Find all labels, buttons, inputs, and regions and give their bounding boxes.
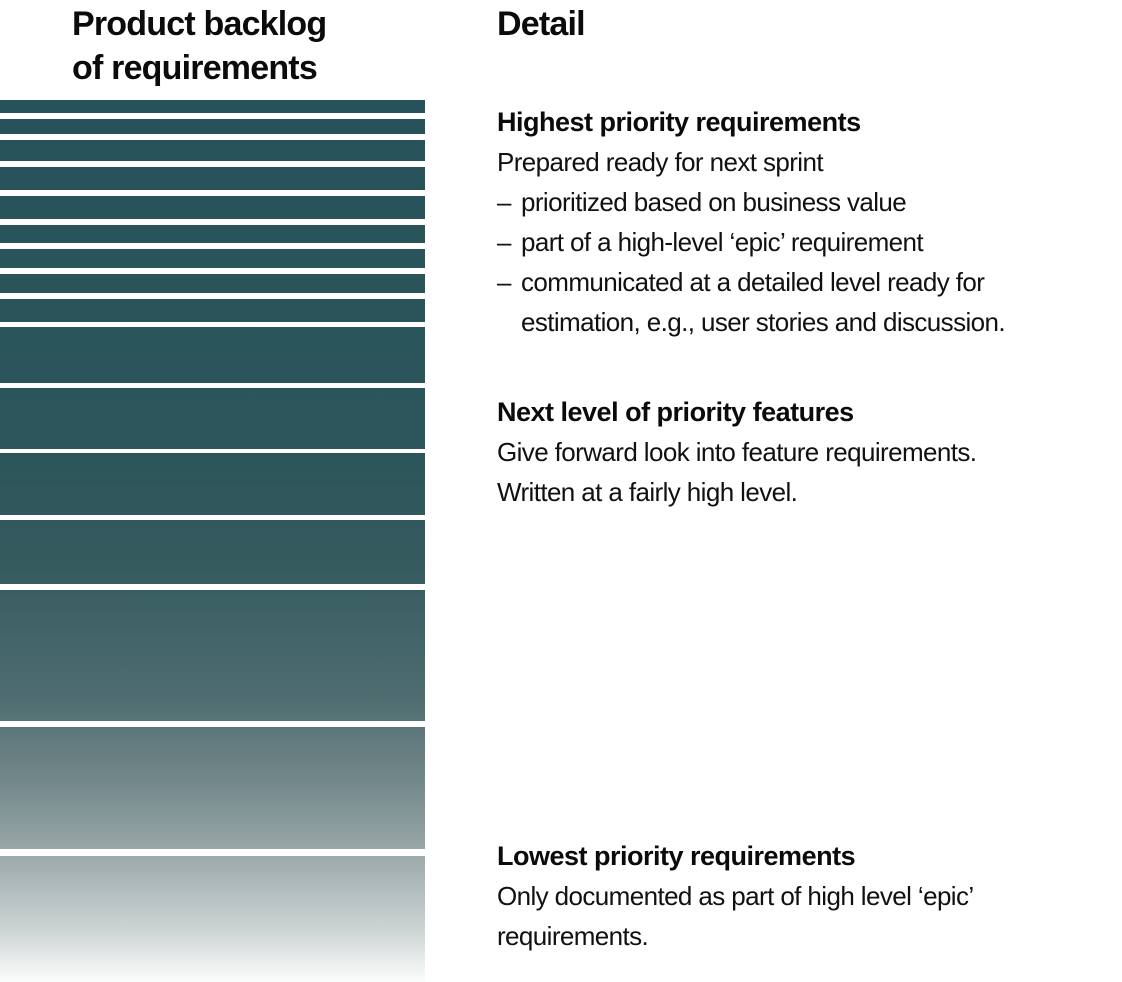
bar-gap (0, 849, 425, 856)
backlog-title: Product backlog of requirements (72, 2, 327, 90)
detail-section-next-level: Next level of priority features Give for… (497, 392, 1109, 512)
bar-gap (0, 134, 425, 140)
bullet-text: communicated at a detailed level ready f… (521, 267, 1006, 337)
bar-gap (0, 721, 425, 727)
bar-gap (0, 243, 425, 249)
backlog-bar-3 (0, 140, 425, 161)
detail-section-lowest-priority: Lowest priority requirements Only docume… (497, 836, 1109, 956)
backlog-bar-13 (0, 520, 425, 584)
bar-gap (0, 322, 425, 327)
bar-gap (0, 268, 425, 274)
bar-gap (0, 383, 425, 388)
backlog-bar-12 (0, 453, 425, 515)
bullet-item: – prioritized based on business value (497, 182, 1109, 222)
backlog-bar-stack (0, 100, 425, 982)
backlog-title-line2: of requirements (72, 49, 318, 87)
backlog-bar-9 (0, 299, 425, 322)
backlog-bar-11 (0, 388, 425, 449)
backlog-bar-7 (0, 249, 425, 268)
backlog-bar-14 (0, 590, 425, 721)
backlog-bar-16 (0, 856, 425, 982)
section-line: Written at a fairly high level. (497, 477, 798, 507)
backlog-bar-4 (0, 167, 425, 190)
bullet-dash: – (497, 267, 511, 297)
bullet-dash: – (497, 227, 511, 257)
bullet-dash: – (497, 187, 511, 217)
backlog-bar-1 (0, 100, 425, 113)
backlog-bar-8 (0, 274, 425, 293)
bullet-text: prioritized based on business value (521, 187, 907, 217)
section-line: Only documented as part of high level ‘e… (497, 881, 973, 951)
bullet-item: – communicated at a detailed level ready… (497, 262, 1109, 342)
bullet-text: part of a high-level ‘epic’ requirement (521, 227, 924, 257)
bar-gap (0, 113, 425, 119)
section-line: Prepared ready for next sprint (497, 147, 824, 177)
backlog-bar-5 (0, 196, 425, 219)
detail-column-title: Detail (497, 5, 586, 43)
bar-gap (0, 584, 425, 590)
backlog-bar-6 (0, 225, 425, 243)
backlog-bar-2 (0, 119, 425, 134)
detail-section-highest-priority: Highest priority requirements Prepared r… (497, 102, 1109, 342)
bar-gap (0, 449, 425, 453)
bar-gap (0, 190, 425, 196)
backlog-title-line1: Product backlog (72, 5, 327, 43)
backlog-bar-15 (0, 727, 425, 849)
section-line: Give forward look into feature requireme… (497, 437, 977, 467)
section-heading: Highest priority requirements (497, 107, 861, 137)
section-heading: Lowest priority requirements (497, 841, 856, 871)
bar-gap (0, 161, 425, 167)
backlog-bar-10 (0, 327, 425, 383)
bar-gap (0, 219, 425, 225)
section-heading: Next level of priority features (497, 397, 854, 427)
bar-gap (0, 515, 425, 520)
bar-gap (0, 293, 425, 299)
bullet-item: – part of a high-level ‘epic’ requiremen… (497, 222, 1109, 262)
